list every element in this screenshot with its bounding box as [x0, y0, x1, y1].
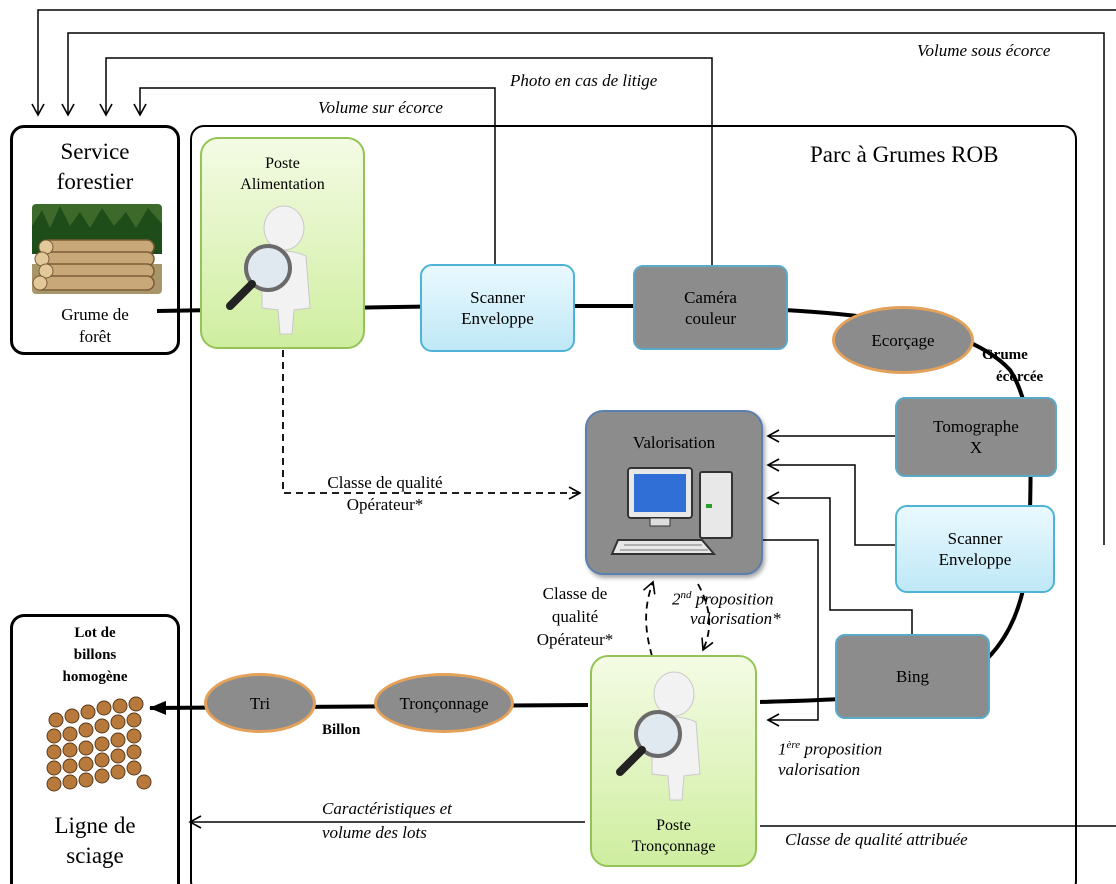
prop2-sup: nd — [680, 589, 692, 601]
caracteristiques-label-2: volume des lots — [322, 823, 427, 842]
prop1-text: proposition — [800, 739, 883, 759]
tomo-label-2: X — [969, 438, 983, 457]
tri-node: Tri — [204, 673, 316, 733]
classe-operateur-label-1: Classe de qualité — [327, 473, 443, 492]
tronconnage-node: Tronçonnage — [374, 673, 514, 733]
classe2-label-2: qualité — [551, 607, 599, 626]
computer-icon — [610, 467, 733, 555]
park-title: Parc à Grumes ROB — [810, 142, 999, 167]
prop2-number: 2 — [672, 589, 681, 609]
service-title-2: forestier — [56, 169, 134, 194]
tronconnage-label: Tronçonnage — [399, 693, 489, 713]
camera-label-2: couleur — [685, 308, 736, 328]
bing-node: Bing — [835, 634, 990, 719]
classe-attribuee-label: Classe de qualité attribuée — [785, 830, 968, 849]
prop1-number: 1 — [778, 739, 787, 759]
poste-alimentation-label-1: Poste — [265, 155, 300, 172]
scanner2-label-2: Enveloppe — [938, 550, 1012, 569]
scanner1-label-2: Enveloppe — [461, 309, 534, 328]
poste-tronconnage-label-1: Poste — [656, 817, 691, 834]
person-magnifier-icon — [226, 205, 311, 335]
prop1-sup: ère — [786, 739, 801, 751]
classe2-label-1: Classe de — [542, 584, 608, 603]
forest-logs-image — [32, 204, 162, 294]
valorisation-label: Valorisation — [632, 433, 716, 452]
poste-alimentation-label-2: Alimentation — [240, 176, 325, 193]
caracteristiques-label-1: Caractéristiques et — [322, 799, 452, 818]
lot-label-1: Lot de — [74, 625, 116, 641]
ligne-title-1: Ligne de — [54, 813, 136, 838]
classe-operateur-label-2: Opérateur* — [346, 495, 424, 514]
service-title-1: Service — [60, 139, 130, 164]
tri-label: Tri — [249, 693, 271, 713]
volume-sous-ecorce-label: Volume sous écorce — [917, 41, 1051, 60]
person-magnifier-icon — [616, 671, 701, 801]
tomo-label-1: Tomographe — [933, 417, 1019, 436]
first-proposition-label-2: valorisation — [778, 760, 861, 779]
grume-ecorcee-label-2: écorcée — [996, 369, 1044, 385]
classe2-label-3: Opérateur* — [536, 630, 614, 649]
log-pile-icon — [44, 690, 154, 800]
second-proposition-label-2: valorisation* — [690, 609, 781, 628]
ecorcage-label: Ecorçage — [871, 330, 935, 350]
second-proposition-label-1: 2nd proposition — [672, 585, 774, 610]
bing-label: Bing — [895, 667, 930, 686]
volume-sur-ecorce-label: Volume sur écorce — [318, 98, 443, 117]
lot-label-2: billons — [73, 647, 117, 663]
poste-tronconnage-label-2: Tronçonnage — [631, 838, 716, 855]
grume-foret-2: forêt — [78, 327, 112, 346]
first-proposition-label-1: 1ère proposition — [778, 735, 882, 760]
billon-label: Billon — [322, 722, 361, 738]
ligne-title-2: sciage — [66, 843, 124, 868]
ecorcage-node: Ecorçage — [832, 306, 974, 374]
grume-ecorcee-label-1: Grume — [982, 347, 1028, 363]
scanner1-label-1: Scanner — [470, 288, 525, 307]
camera-label-1: Caméra — [684, 287, 737, 307]
prop2-text: proposition — [691, 589, 774, 609]
scanner2-label-1: Scanner — [947, 529, 1003, 548]
photo-litige-label: Photo en cas de litige — [510, 71, 658, 90]
grume-foret-1: Grume de — [61, 305, 129, 324]
lot-label-3: homogène — [62, 669, 128, 685]
